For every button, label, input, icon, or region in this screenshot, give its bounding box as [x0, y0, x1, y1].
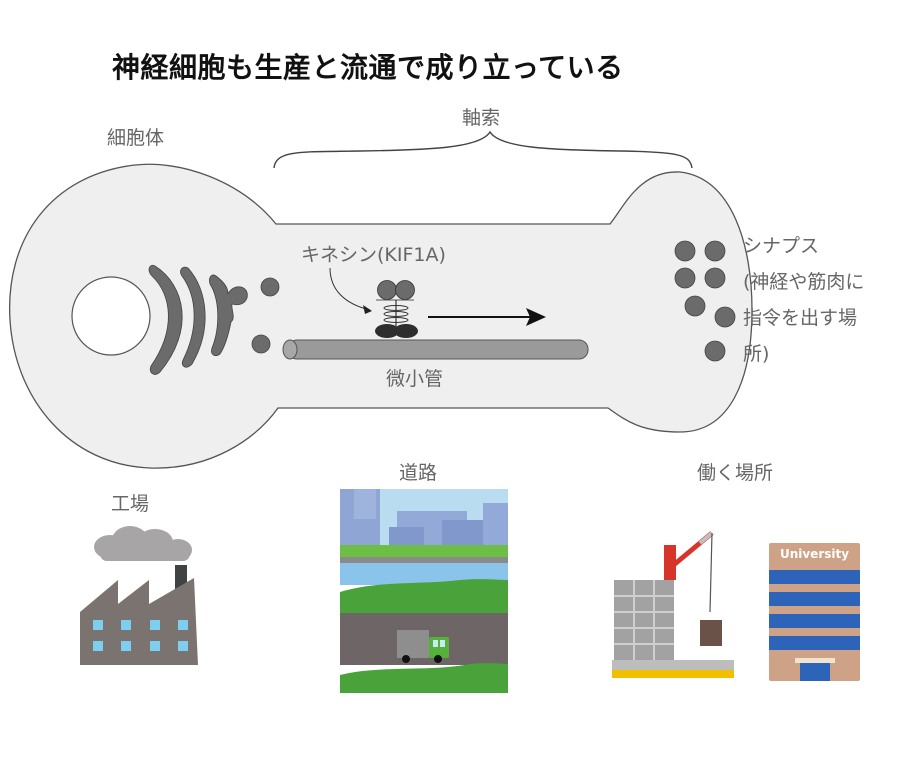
- vesicle: [251, 334, 271, 354]
- synapse-label-line: 所): [743, 343, 770, 365]
- synapse-label-line: シナプス: [743, 235, 820, 257]
- synapse-label-line: 指令を出す場: [743, 307, 858, 329]
- workplace-label: 働く場所: [697, 462, 774, 484]
- synaptic-vesicle: [714, 306, 736, 328]
- microtubule: [287, 339, 589, 360]
- golgi-3: [209, 274, 248, 356]
- kinesin-motor: [375, 280, 418, 338]
- kinesin-label: キネシン(KIF1A): [301, 244, 446, 266]
- transport-arrow-head: [526, 308, 546, 326]
- university-building-illustration: [769, 543, 860, 681]
- synaptic-vesicle: [704, 240, 726, 262]
- cell-body-label: 細胞体: [107, 127, 165, 149]
- factory-label: 工場: [111, 493, 150, 515]
- microtubule-label: 微小管: [386, 368, 444, 390]
- synapse-label-line: (神経や筋肉に: [743, 271, 865, 293]
- synaptic-vesicle: [674, 240, 696, 262]
- vesicle: [260, 277, 280, 297]
- golgi-2: [180, 266, 206, 368]
- road-illustration: [340, 489, 508, 693]
- microtubule-end: [282, 339, 298, 360]
- nucleus: [71, 276, 151, 356]
- university-sign: University: [779, 547, 850, 561]
- axon-label: 軸索: [462, 107, 501, 129]
- axon-brace: [273, 130, 693, 169]
- construction-site-illustration: [612, 531, 734, 678]
- synaptic-vesicle: [704, 267, 726, 289]
- synaptic-vesicle: [674, 267, 696, 289]
- synaptic-vesicle: [684, 295, 706, 317]
- synaptic-vesicle: [704, 340, 726, 362]
- synapse-label: シナプス (神経や筋肉に 指令を出す場 所): [743, 228, 864, 372]
- page-title: 神経細胞も生産と流通で成り立っている: [112, 51, 624, 84]
- golgi-1: [148, 264, 183, 375]
- kinesin-pointer-arrow: [329, 267, 371, 311]
- road-label: 道路: [399, 462, 438, 484]
- kinesin-pointer-head: [363, 305, 372, 314]
- factory-illustration: [80, 526, 198, 665]
- neuron-cell-outline: [8, 163, 753, 469]
